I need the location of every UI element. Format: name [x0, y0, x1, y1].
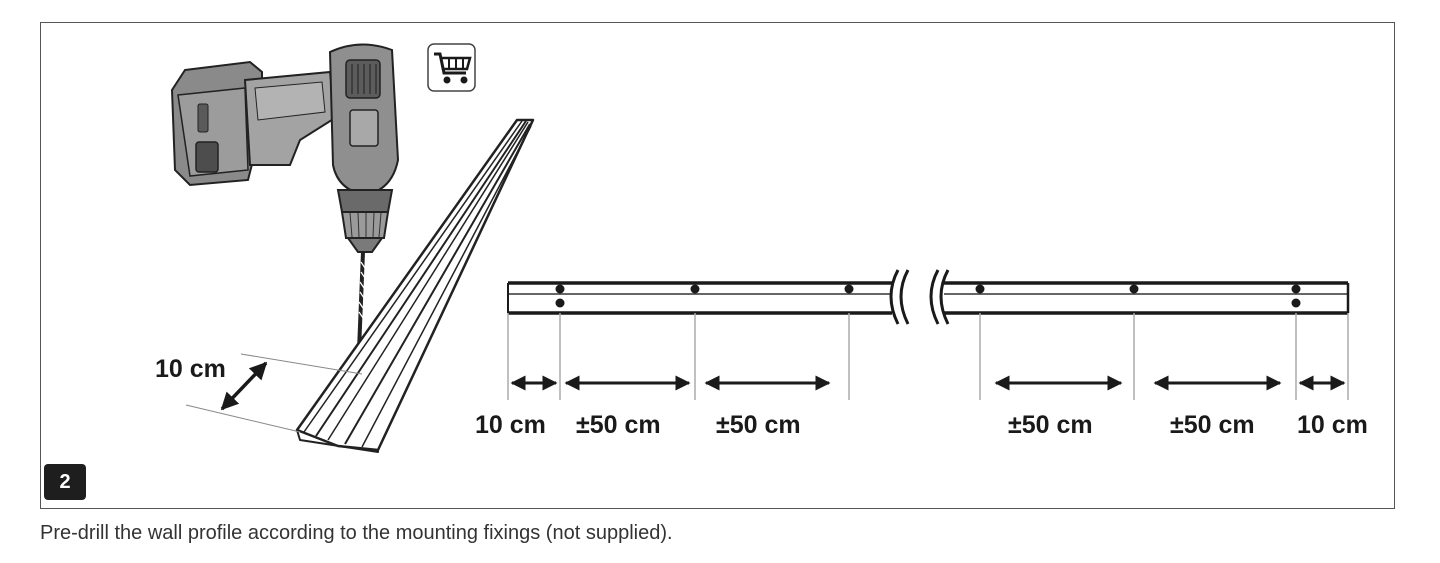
- left-end-label: 10 cm: [475, 411, 546, 439]
- spacing-label-2: ±50 cm: [716, 411, 801, 439]
- wall-profile-right-segment: [929, 269, 1350, 325]
- wall-profile-angled: [295, 118, 535, 453]
- depth-dimension: [185, 353, 363, 433]
- depth-label: 10 cm: [155, 355, 226, 383]
- right-end-label: 10 cm: [1297, 411, 1368, 439]
- instruction-caption: Pre-drill the wall profile according to …: [40, 522, 673, 544]
- spacing-label-4: ±50 cm: [1170, 411, 1255, 439]
- spacing-label-3: ±50 cm: [1008, 411, 1093, 439]
- drill-illustration: [170, 43, 400, 253]
- extension-lines: [507, 313, 1349, 400]
- wall-profile-left-segment: [507, 269, 910, 325]
- spacing-label-1: ±50 cm: [576, 411, 661, 439]
- shopping-cart-icon: [427, 43, 476, 92]
- step-number-badge: 2: [44, 464, 86, 500]
- figure-frame: [40, 22, 1395, 509]
